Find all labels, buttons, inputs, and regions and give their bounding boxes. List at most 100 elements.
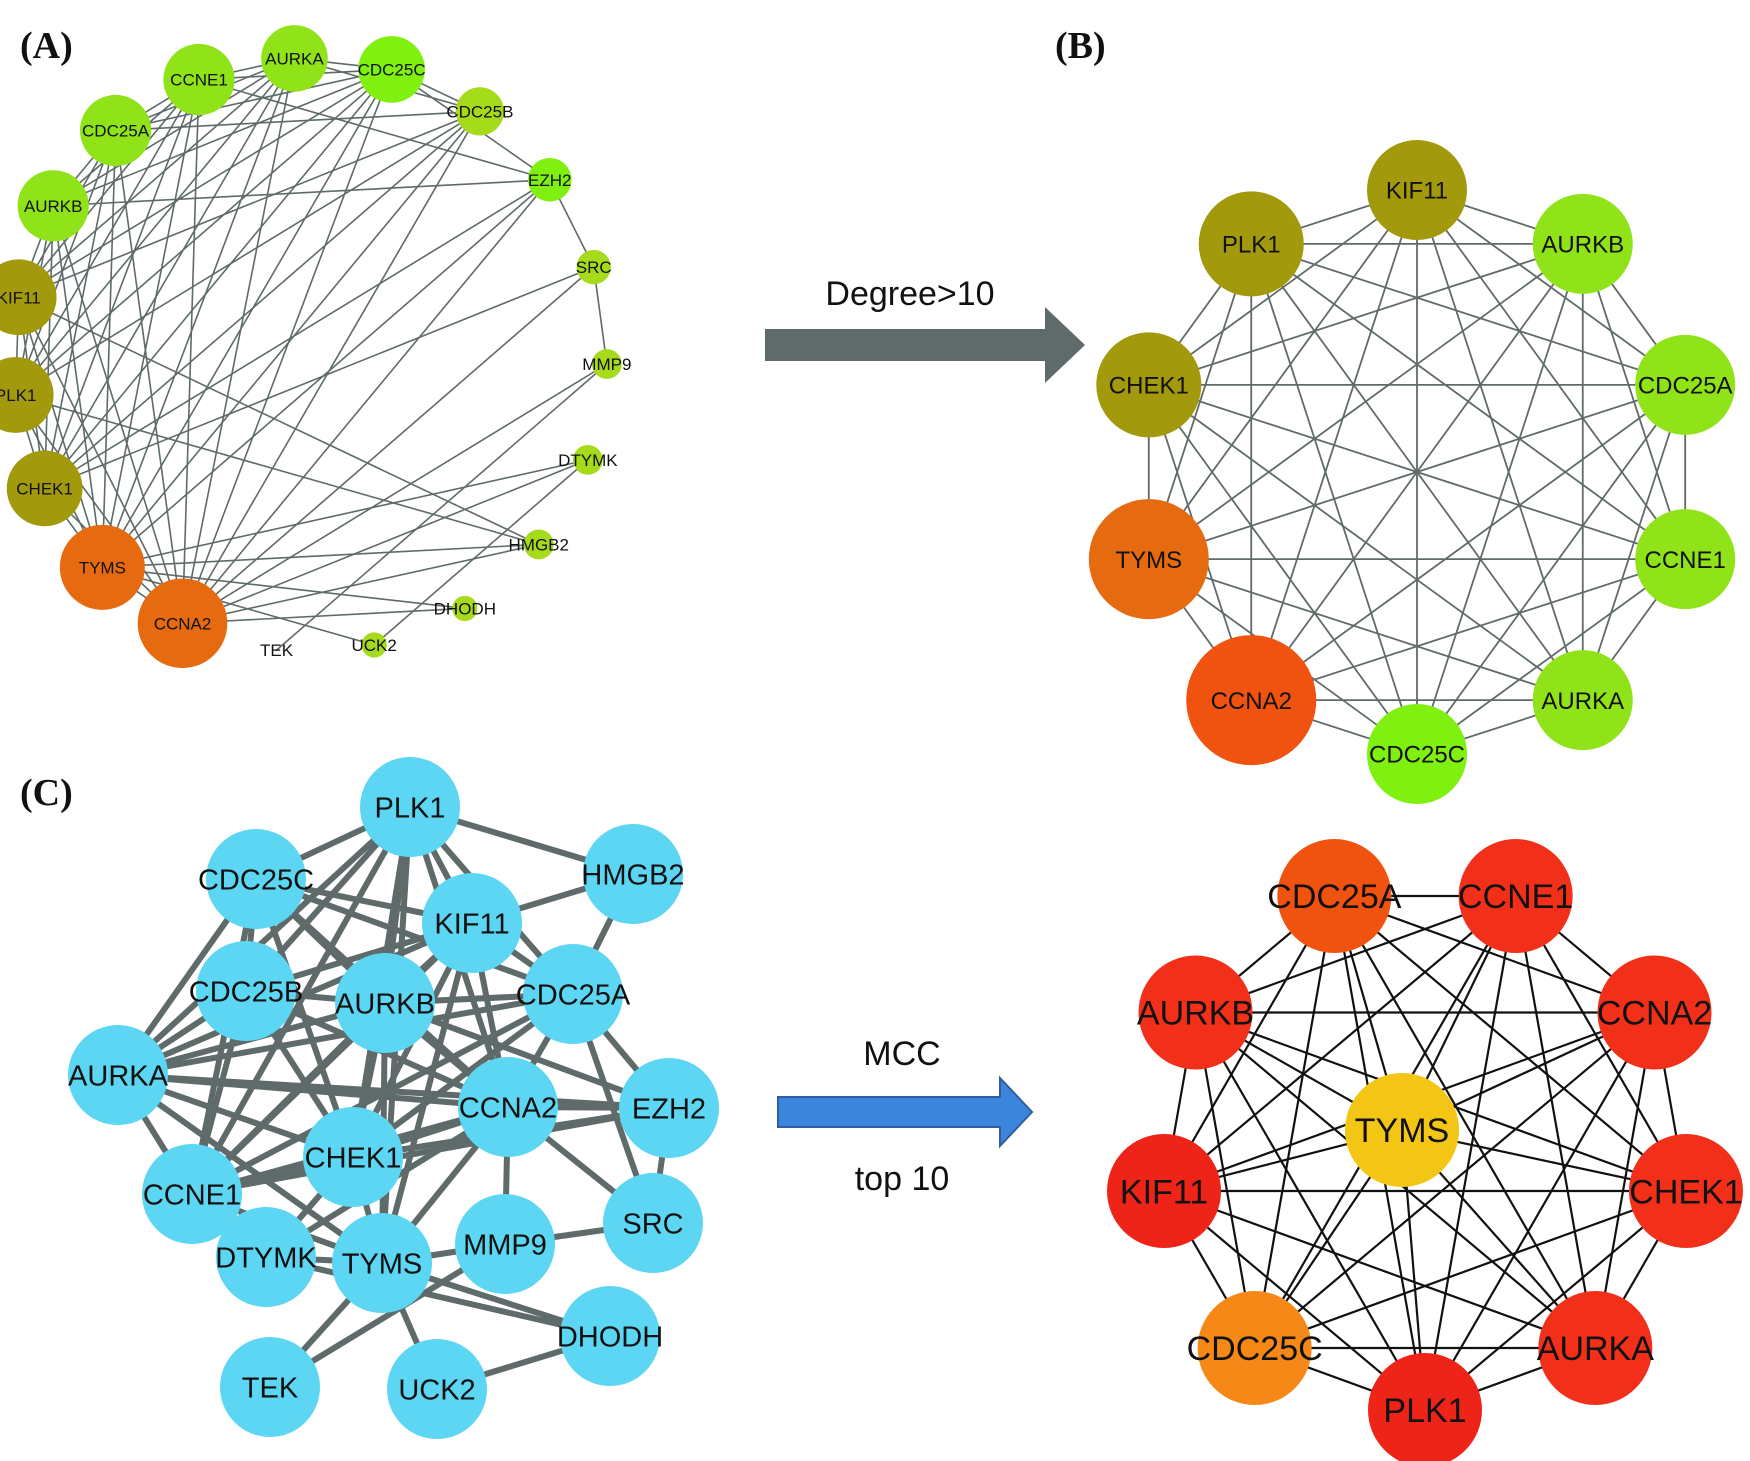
net-a-edge-chek1-ezh2 (43, 178, 551, 490)
net-a-edge-tyms-dhodh (101, 566, 466, 610)
net-c-node-circle-mmp9 (455, 1194, 555, 1294)
net-d-edge-ccna2-cdc25c (1253, 1011, 1656, 1350)
net-a-node-label-src: SRC (576, 258, 612, 277)
net-a-nodes: AURKACDC25CCDC25BEZH2SRCMMP9DTYMKHMGB2DH… (0, 25, 631, 669)
net-a-edge-tyms-dtymk (101, 459, 589, 569)
net-c-node-label-tyms: TYMS (342, 1248, 423, 1280)
net-c-edge-aurka-ezh2 (115, 1072, 672, 1111)
net-c-node-circle-ezh2 (619, 1058, 719, 1158)
net-b-edge-aurka-tyms (1147, 558, 1584, 702)
network-b-degree-filtered: KIF11AURKBCDC25ACCNE1AURKACDC25CCCNA2TYM… (1088, 140, 1736, 804)
net-a-edge-chek1-cdc25a (43, 129, 117, 490)
net-a-edge-tyms-cdc25a (101, 129, 117, 569)
net-c-node-chek1: CHEK1 (303, 1107, 403, 1207)
net-a-node-chek1: CHEK1 (6, 450, 83, 527)
net-a-edge-ccne1-ezh2 (198, 78, 551, 181)
net-c-node-label-tek: TEK (242, 1372, 299, 1404)
net-d-edge-chek1-cdc25c (1253, 1189, 1688, 1350)
net-a-node-dtymk: DTYMK (558, 445, 618, 475)
net-a-node-circle-cdc25b (455, 87, 505, 136)
net-c-node-ccna2: CCNA2 (458, 1057, 558, 1157)
net-a-node-plk1: PLK1 (0, 357, 54, 433)
net-a-node-circle-ccna2 (137, 578, 228, 669)
net-b-node-circle-kif11 (1367, 140, 1467, 240)
net-c-node-circle-uck2 (387, 1339, 487, 1439)
net-b-node-circle-cdc25a (1635, 334, 1736, 435)
net-a-node-circle-dhodh (452, 595, 478, 622)
net-b-node-label-kif11: KIF11 (1386, 178, 1448, 205)
net-d-node-label-aurka: AURKA (1537, 1330, 1654, 1368)
net-b-edge-cdc25c-chek1 (1147, 383, 1418, 755)
net-c-node-circle-hmgb2 (583, 824, 683, 924)
net-a-node-label-kif11: KIF11 (0, 288, 41, 307)
net-a-node-circle-hmgb2 (523, 529, 554, 560)
net-d-edge-ccna2-plk1 (1423, 1011, 1656, 1412)
net-b-node-label-cdc25a: CDC25A (1638, 372, 1733, 399)
net-a-edge-chek1-aurka (43, 57, 296, 490)
net-a-node-circle-plk1 (0, 357, 54, 433)
net-c-node-label-cdc25b: CDC25B (189, 976, 303, 1008)
net-a-node-circle-aurkb (17, 170, 89, 242)
net-a-edge-kif11-cdc25c (17, 68, 393, 299)
mcc-arrow-shape (777, 1075, 1034, 1149)
net-c-edge-dtymk-dhodh (263, 1254, 613, 1339)
net-a-node-circle-uck2 (361, 632, 387, 658)
net-a-edge-mmp9-tek (275, 363, 608, 651)
panel-label-c: (C) (20, 772, 73, 814)
net-d-node-kif11: KIF11 (1107, 1134, 1222, 1249)
net-d-node-aurka: AURKA (1537, 1291, 1654, 1406)
net-c-node-circle-cdc25a (523, 944, 623, 1044)
net-c-node-dtymk: DTYMK (215, 1207, 317, 1307)
net-b-node-circle-aurkb (1532, 193, 1633, 294)
net-a-node-label-aurkb: AURKB (24, 197, 83, 216)
net-b-edge-cdc25a-plk1 (1250, 242, 1687, 386)
net-c-node-plk1: PLK1 (360, 757, 460, 857)
net-a-edge-chek1-aurkb (43, 204, 55, 490)
net-c-edge-ezh2-ccne1 (189, 1105, 672, 1197)
net-b-node-label-chek1: CHEK1 (1109, 372, 1189, 399)
net-a-edge-ccna2-cdc25c (181, 68, 393, 625)
net-d-node-ccne1: CCNE1 (1458, 838, 1573, 953)
net-d-node-ccna2: CCNA2 (1597, 955, 1712, 1070)
net-a-edge-aurkb-cdc25c (52, 68, 393, 207)
net-a-edge-ccna2-kif11 (17, 296, 184, 625)
net-c-node-label-kif11: KIF11 (434, 908, 509, 940)
net-d-edge-cdc25a-cdc25c (1253, 894, 1336, 1350)
net-a-edge-kif11-ccne1 (17, 78, 200, 299)
net-a-node-hmgb2: HMGB2 (509, 529, 569, 560)
net-b-edge-ccne1-ccna2 (1250, 558, 1687, 702)
net-a-node-mmp9: MMP9 (582, 349, 631, 379)
net-a-node-label-ccne1: CCNE1 (170, 71, 228, 90)
net-c-node-label-hmgb2: HMGB2 (581, 859, 684, 891)
net-c-node-src: SRC (603, 1173, 703, 1273)
net-c-node-label-ezh2: EZH2 (632, 1093, 706, 1125)
net-a-edges (14, 57, 608, 651)
net-c-node-circle-src (603, 1173, 703, 1273)
net-b-node-label-ccna2: CCNA2 (1211, 688, 1292, 715)
net-c-node-tyms: TYMS (332, 1213, 432, 1313)
net-d-node-label-ccne1: CCNE1 (1458, 878, 1573, 916)
net-a-node-tyms: TYMS (59, 524, 145, 610)
net-d-edge-plk1-aurkb (1194, 1011, 1427, 1412)
net-a-node-label-chek1: CHEK1 (16, 479, 73, 498)
net-d-edge-ccne1-aurka (1514, 894, 1597, 1350)
network-a: AURKACDC25CCDC25BEZH2SRCMMP9DTYMKHMGB2DH… (0, 25, 631, 669)
net-d-node-label-cdc25c: CDC25C (1187, 1330, 1323, 1368)
net-d-node-circle-ccne1 (1458, 838, 1573, 953)
net-d-node-circle-aurkb (1138, 955, 1253, 1070)
net-a-node-cdc25a: CDC25A (79, 94, 152, 167)
net-c-node-circle-tek (220, 1337, 320, 1437)
net-b-node-cdc25a: CDC25A (1635, 334, 1736, 435)
net-d-node-label-cdc25a: CDC25A (1267, 878, 1401, 916)
net-a-node-circle-ezh2 (527, 157, 572, 202)
net-b-node-tyms: TYMS (1088, 499, 1209, 620)
net-a-node-aurkb: AURKB (17, 170, 89, 242)
net-c-node-circle-aurkb (335, 953, 435, 1053)
net-b-node-kif11: KIF11 (1367, 140, 1467, 240)
net-c-node-circle-ccna2 (458, 1057, 558, 1157)
net-a-node-label-hmgb2: HMGB2 (509, 536, 569, 555)
net-a-node-circle-mmp9 (591, 349, 622, 379)
net-a-node-label-ezh2: EZH2 (528, 171, 571, 190)
